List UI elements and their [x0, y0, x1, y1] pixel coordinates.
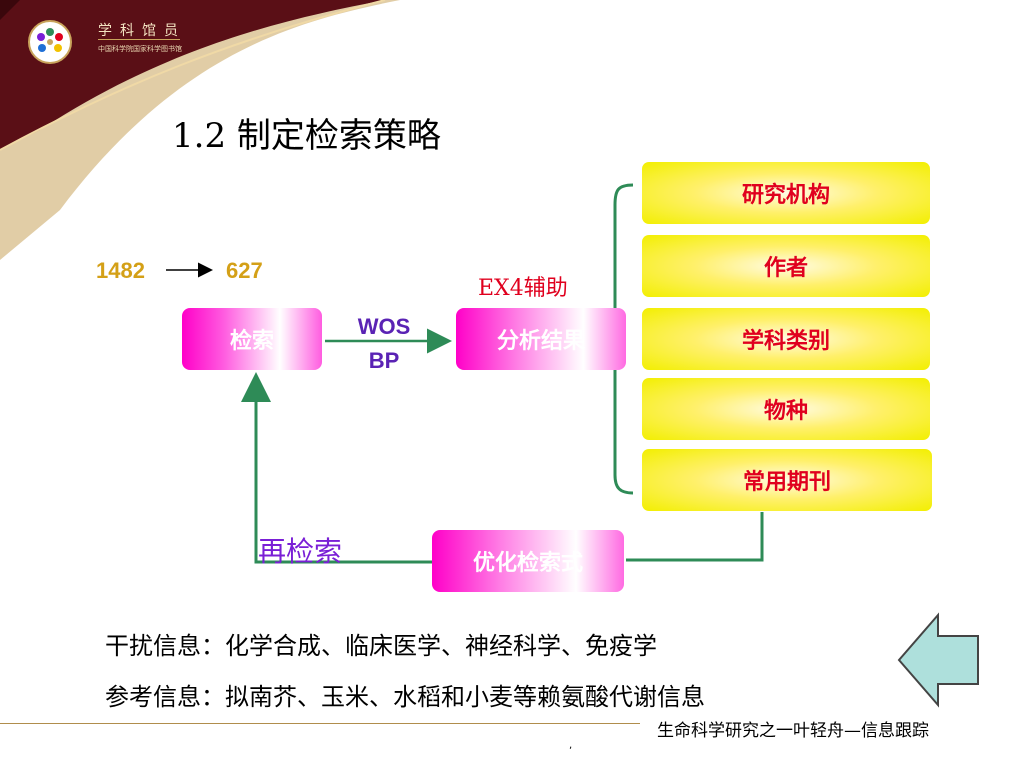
logo-divider [98, 39, 180, 40]
logo-subtitle: 中国科学院国家科学图书馆 [98, 45, 182, 53]
logo-title: 学科馆员 [98, 23, 186, 39]
count-to: 627 [226, 258, 263, 283]
back-arrow-icon[interactable] [896, 612, 982, 708]
logo-icon [28, 20, 72, 64]
bp-label: BP [368, 348, 400, 373]
category-journals[interactable]: 常用期刊 [642, 449, 932, 511]
category-institution[interactable]: 研究机构 [642, 162, 930, 224]
interference-note: 干扰信息：化学合成、临床医学、神经科学、免疫学 [105, 632, 657, 660]
footer-text: 生命科学研究之一叶轻舟—信息跟踪 [657, 721, 929, 741]
category-species[interactable]: 物种 [642, 378, 930, 440]
footer-mark: , [569, 740, 573, 751]
research-again-label: 再检索 [258, 535, 343, 568]
wos-label: WOS [357, 314, 411, 339]
analysis-box[interactable]: 分析结果 [456, 308, 626, 370]
category-subject[interactable]: 学科类别 [642, 308, 930, 370]
optimize-query-box[interactable]: 优化检索式 [432, 530, 624, 592]
ex4-label: EX4辅助 [478, 276, 568, 301]
search-box[interactable]: 检索 [182, 308, 322, 370]
count-from: 1482 [96, 258, 145, 283]
page-title: 1.2 制定检索策略 [172, 116, 441, 156]
category-author[interactable]: 作者 [642, 235, 930, 297]
reference-note: 参考信息：拟南芥、玉米、水稻和小麦等赖氨酸代谢信息 [105, 683, 705, 711]
wos-bp-label: WOS BP [344, 310, 424, 378]
footer-divider [0, 723, 640, 724]
